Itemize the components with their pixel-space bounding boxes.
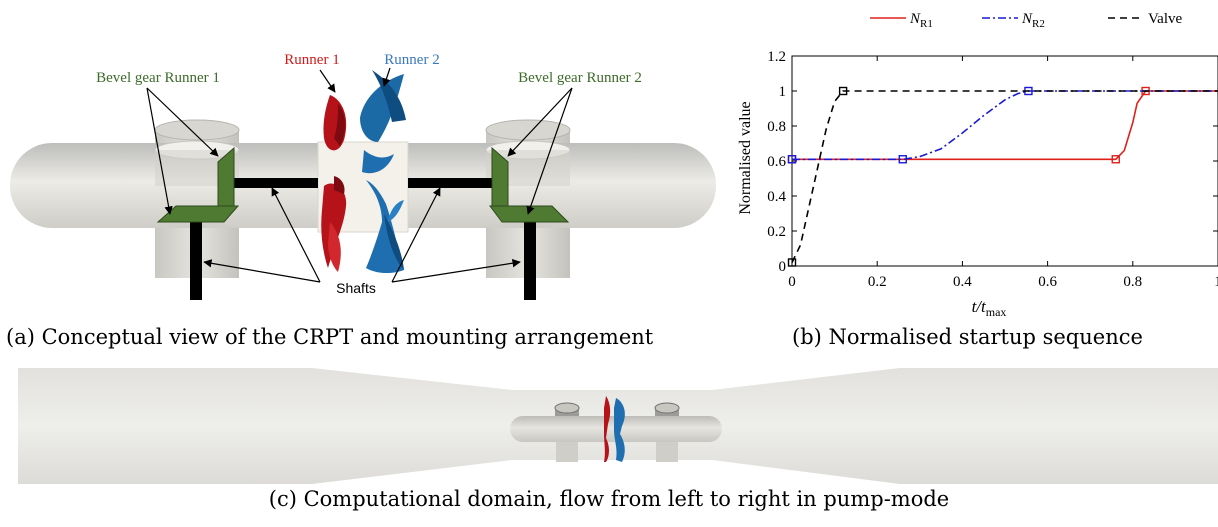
y-tick-label: 1.2 — [767, 49, 786, 65]
series-marker — [898, 155, 907, 164]
chart-axes — [791, 55, 1218, 267]
y-tick-label: 0.2 — [767, 224, 786, 240]
y-tick-label: 0.6 — [767, 154, 786, 170]
caption-a: (a) Conceptual view of the CRPT and moun… — [6, 325, 654, 349]
x-axis-label: t/tmax — [972, 297, 1007, 319]
annotation-arrows — [146, 67, 573, 283]
legend-label: Valve — [1148, 11, 1182, 27]
figure-b-startup-chart: 0 0.2 0.4 0.6 0.8 1 0 0.2 0.4 0.6 0.8 1 1.2 NR1 NR2 Va… — [720, 0, 1218, 322]
y-tick-label: 0.8 — [767, 119, 786, 135]
runner2-blades — [360, 70, 406, 274]
x-tick-label: 1 — [1214, 274, 1218, 290]
computational-domain-illustration — [18, 368, 1218, 484]
runner1-label: Runner 1 — [284, 52, 339, 68]
shafts-label: Shafts — [336, 280, 376, 296]
bevel-gear-runner2-label: Bevel gear Runner 2 — [518, 70, 642, 86]
x-tick-label: 0.2 — [868, 274, 887, 290]
caption-b: (b) Normalised startup sequence — [792, 325, 1143, 349]
figure-c-computational-domain — [0, 368, 1218, 488]
shaft-horizontal-right — [408, 178, 494, 188]
crpt-illustration: Runner 1 Runner 2 Bevel gear Runner 1 Be… — [10, 52, 716, 300]
series-marker — [1111, 155, 1120, 164]
shaft-vertical-left — [190, 222, 202, 300]
caption-c: (c) Computational domain, flow from left… — [268, 487, 950, 511]
y-tick-label: 0 — [779, 259, 787, 275]
small-runner2 — [614, 398, 625, 462]
y-tick-label: 1 — [779, 84, 787, 100]
series-line-n-r2 — [792, 90, 1218, 161]
chart-legend: NR1 NR2 Valve — [870, 11, 1182, 30]
bevel-gear-runner1-label: Bevel gear Runner 1 — [96, 70, 220, 86]
series-line-n-r1 — [792, 90, 1218, 161]
startup-sequence-chart: 0 0.2 0.4 0.6 0.8 1 0 0.2 0.4 0.6 0.8 1 1.2 NR1 NR2 Va… — [737, 11, 1218, 319]
x-tick-label: 0 — [788, 274, 796, 290]
runner1-blades — [321, 95, 347, 272]
legend-label: NR1 — [909, 11, 933, 30]
x-tick-label: 0.6 — [1038, 274, 1057, 290]
plot-frame — [791, 55, 1218, 267]
chart-ticks: 0 0.2 0.4 0.6 0.8 1 0 0.2 0.4 0.6 0.8 1 1.2 — [767, 49, 1218, 290]
series-line-valve — [791, 90, 1218, 263]
shaft-vertical-right — [524, 222, 536, 300]
y-axis-label: Normalised value — [737, 101, 754, 214]
series-marker — [787, 155, 797, 164]
chart-series — [787, 86, 1218, 267]
runner2-label: Runner 2 — [384, 52, 439, 68]
legend-label: NR2 — [1021, 11, 1045, 30]
shaft-horizontal-left — [232, 178, 318, 188]
x-tick-label: 0.4 — [953, 274, 972, 290]
series-marker — [787, 258, 797, 267]
y-tick-label: 0.4 — [767, 189, 786, 205]
series-marker — [838, 86, 848, 96]
figure-a-crpt-conceptual-view: Runner 1 Runner 2 Bevel gear Runner 1 Be… — [0, 0, 740, 318]
small-runner1 — [604, 396, 611, 462]
x-tick-label: 0.8 — [1123, 274, 1142, 290]
